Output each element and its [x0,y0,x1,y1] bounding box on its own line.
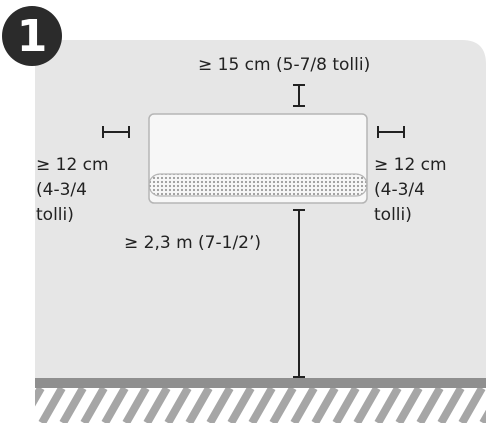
floor-clearance-label: ≥ 2,3 m (7-1/2’) [124,233,262,253]
floor [0,378,486,423]
floor-hatch-stripe [290,388,318,423]
ac-unit-grille [148,173,368,197]
right-clearance-line1: ≥ 12 cm [374,155,447,175]
floor-hatch-stripe [38,388,66,423]
floor-hatch-stripe [59,388,87,423]
right-clearance-marker [377,126,405,138]
left-clearance-line1: ≥ 12 cm [36,155,109,175]
wall-background [35,40,486,388]
left-clearance-line3: tolli) [36,205,74,225]
step-badge-circle [2,6,62,66]
floor-hatching [0,388,486,423]
left-clearance-line2: (4-3/4 [36,180,87,200]
step-number: 1 [17,11,48,62]
floor-hatch-stripe [35,388,45,407]
floor-hatch-stripe [0,388,20,423]
floor-hatch-stripe [269,388,297,423]
floor-hatch-stripe [227,388,255,423]
floor-hatch-stripe [206,388,234,423]
floor-hatch-stripe [248,388,276,423]
floor-hatch-stripe [164,388,192,423]
floor-top-band [35,378,486,388]
floor-hatch-stripe [101,388,129,423]
floor-hatch-stripe [353,388,381,423]
floor-hatch-stripe [374,388,402,423]
floor-hatch-stripe [143,388,171,423]
floor-hatch-stripe [458,388,486,423]
floor-hatch-stripe [395,388,423,423]
right-clearance-line3: tolli) [374,205,412,225]
ac-indoor-unit [148,113,368,204]
floor-hatch-stripe [185,388,213,423]
floor-hatch-stripe [332,388,360,423]
floor-hatch-stripe [437,388,465,423]
floor-clearance-marker [293,209,305,378]
floor-hatch-stripe [122,388,150,423]
floor-hatch-stripe [416,388,444,423]
floor-hatch-stripe [311,388,339,423]
step-badge: 1 [2,6,62,66]
top-clearance-marker [293,84,305,107]
left-clearance-marker [102,126,130,138]
floor-hatch-stripe [80,388,108,423]
top-clearance-label: ≥ 15 cm (5-7/8 tolli) [198,55,371,75]
right-clearance-line2: (4-3/4 [374,180,425,200]
